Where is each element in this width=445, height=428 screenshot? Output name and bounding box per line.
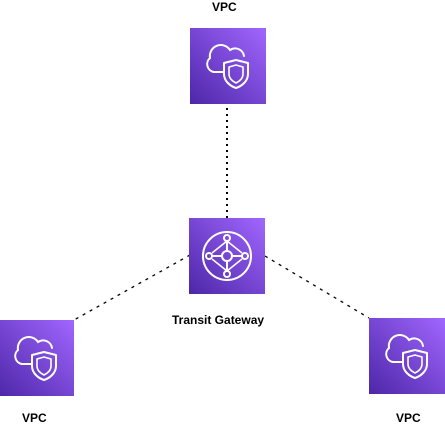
- vpc-left-node[interactable]: [0, 320, 74, 396]
- vpc-right-label: VPC: [396, 411, 421, 425]
- transit-gateway-hub-icon: [189, 218, 265, 294]
- vpc-cloud-shield-icon: [190, 28, 266, 104]
- vpc-top-label: VPC: [212, 0, 237, 14]
- transit-gateway-node[interactable]: [189, 218, 265, 294]
- vpc-left-label: VPC: [22, 411, 47, 425]
- vpc-cloud-shield-icon: [0, 320, 74, 396]
- connector-tgw-to-vpc-left[interactable]: [73, 254, 191, 321]
- vpc-top-node[interactable]: [190, 28, 266, 104]
- vpc-cloud-shield-icon: [369, 318, 445, 394]
- transit-gateway-label: Transit Gateway: [172, 313, 265, 327]
- vpc-right-node[interactable]: [369, 318, 445, 394]
- connector-tgw-to-vpc-right[interactable]: [264, 255, 370, 319]
